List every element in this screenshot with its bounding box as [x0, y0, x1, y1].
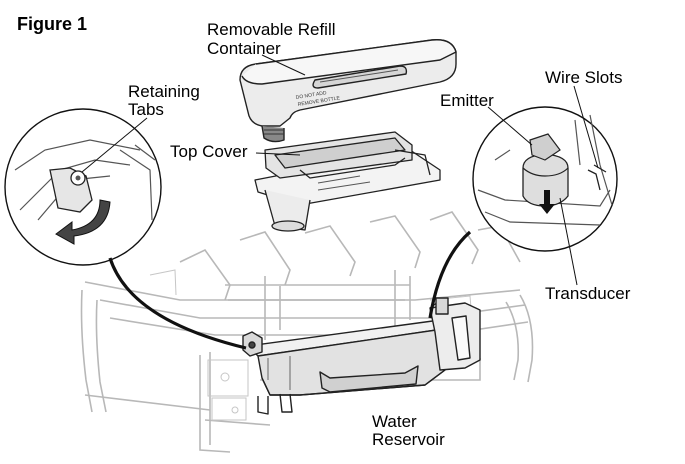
top-cover	[254, 131, 441, 232]
water-reservoir-label-line-1: Water	[372, 412, 417, 431]
water-reservoir	[242, 297, 481, 415]
transducer-label: Transducer	[545, 284, 631, 303]
left-connector-arc	[108, 257, 247, 350]
right-connector-arc	[428, 230, 472, 319]
wire-slots-label: Wire Slots	[545, 68, 623, 87]
down-arrow	[539, 190, 555, 214]
retaining-tabs-label-line-2: Tabs	[128, 100, 164, 119]
emitter-callout	[472, 106, 618, 252]
container-warning-line-1: DO NOT ADD	[295, 90, 327, 101]
figure-title: Figure 1	[17, 14, 88, 34]
removable-refill-container	[239, 39, 457, 143]
emitter-label: Emitter	[440, 91, 494, 110]
leader-lines	[81, 54, 599, 286]
top-cover-label: Top Cover	[170, 142, 248, 161]
removable-refill-label-line-2: Container	[207, 39, 281, 58]
water-reservoir-label-line-2: Reservoir	[372, 430, 445, 449]
removable-refill-label-line-1: Removable Refill	[207, 20, 336, 39]
retaining-tabs-label-line-1: Retaining	[128, 82, 200, 101]
rotate-arrow	[55, 199, 111, 245]
retaining-tabs-callout	[4, 108, 162, 266]
